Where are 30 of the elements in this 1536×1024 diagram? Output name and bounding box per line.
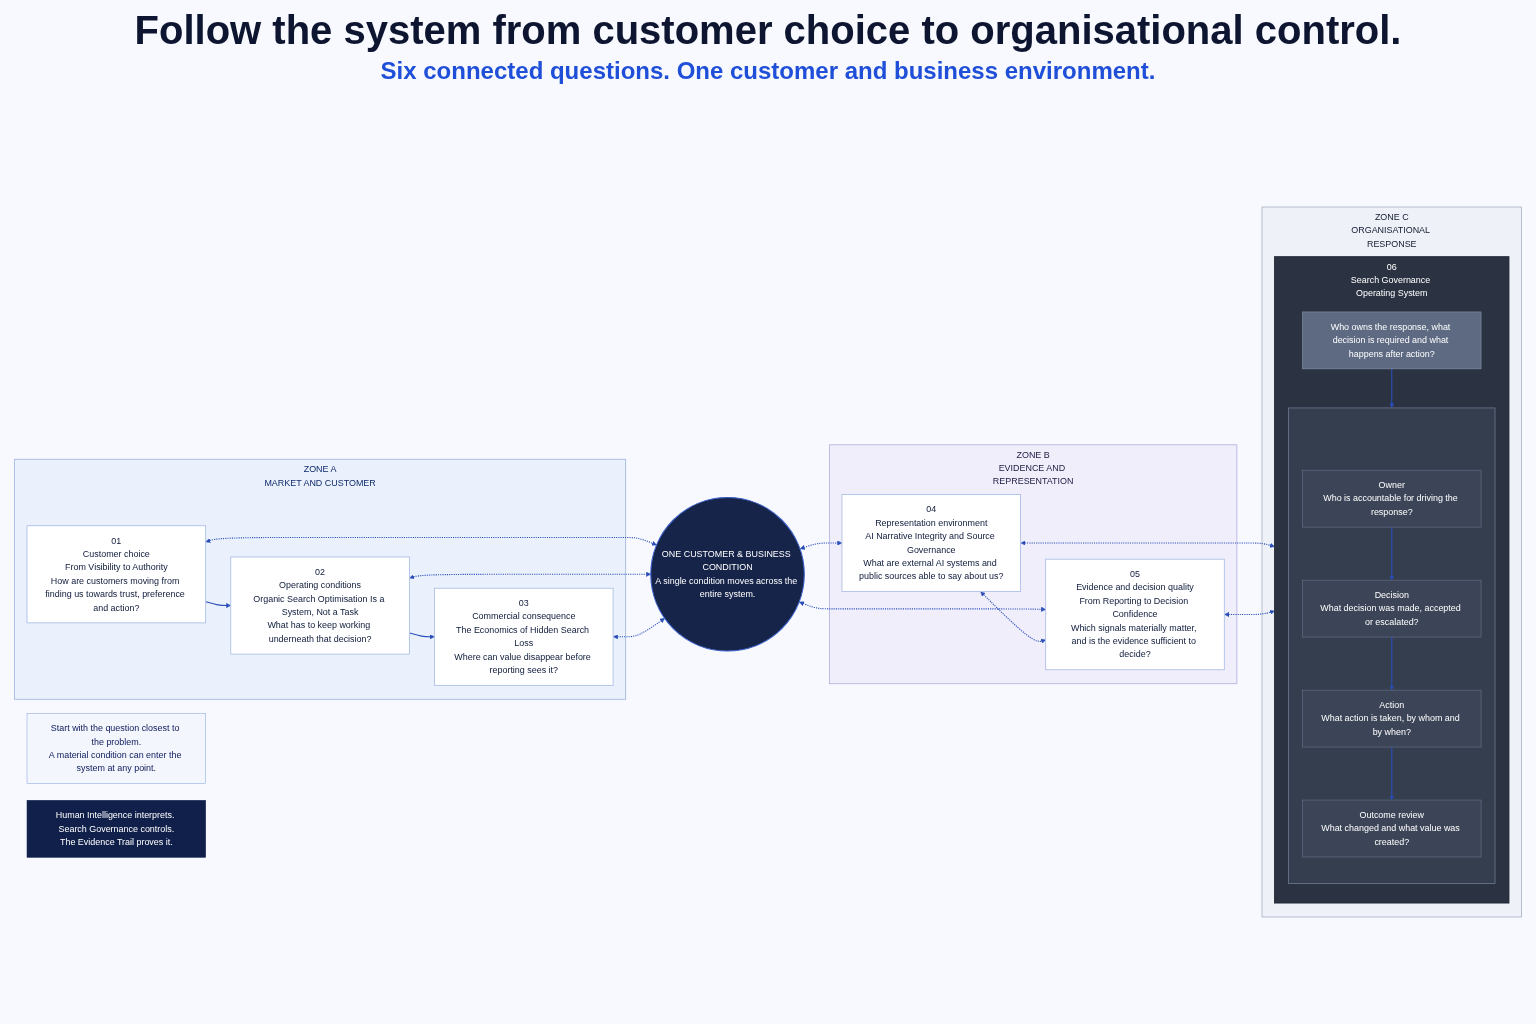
cluster [1288, 407, 1496, 884]
arrow [1389, 526, 1395, 581]
node-box: 03 Commercial consequence The Economics of Hidden Search Loss Where can value disappear before reporting sees it? [434, 587, 614, 686]
arrow [980, 591, 1046, 644]
arrow [1389, 636, 1395, 691]
arrow [205, 536, 657, 546]
arrow [1224, 609, 1275, 617]
node-circle: ONE CUSTOMER & BUSINESS CONDITION A single condition moves across the entire system. [650, 496, 805, 652]
arrow [1389, 746, 1395, 801]
arrow [205, 601, 231, 608]
node-box: 04 Representation environment AI Narrative Integrity and Source Governance What are external AI systems and public sources able to say about us? [841, 494, 1021, 592]
arrow [408, 632, 435, 640]
node-box: Decision What decision was made, accepted or escalated? [1302, 579, 1482, 638]
subtitle: Six connected questions. One customer and business environment. [379, 57, 1157, 85]
arrow [613, 618, 665, 640]
node-box: Who owns the response, what decision is required and what happens after action? [1302, 311, 1482, 370]
arrow [1389, 368, 1395, 409]
arrow [409, 571, 651, 580]
arrow [1020, 540, 1275, 548]
node-box: Action What action is taken, by whom and by when? [1302, 689, 1482, 748]
node-box: Start with the question closest to the problem. A material condition can enter the system at any point. [26, 713, 206, 784]
arrow [799, 601, 1046, 612]
title: Follow the system from customer choice to organisational control. [133, 8, 1403, 53]
node-box: Human Intelligence interprets. Search Governance controls. The Evidence Trail proves it. [26, 800, 206, 858]
node-box: Owner Who is accountable for driving the response? [1302, 469, 1482, 528]
node-box: 01 Customer choice From Visibility to Authority How are customers moving from finding us towards trust, preference and action? [26, 525, 207, 624]
arrow [799, 540, 843, 550]
node-box: Outcome review What changed and what value was created? [1302, 799, 1482, 858]
node-box: 05 Evidence and decision quality From Reporting to Decision Confidence Which signals materially matter, and is the evidence sufficient to decide? [1045, 558, 1225, 671]
node-box: 02 Operating conditions Organic Search Optimisation Is a System, Not a Task What has to keep working underneath that decision? [230, 556, 410, 655]
